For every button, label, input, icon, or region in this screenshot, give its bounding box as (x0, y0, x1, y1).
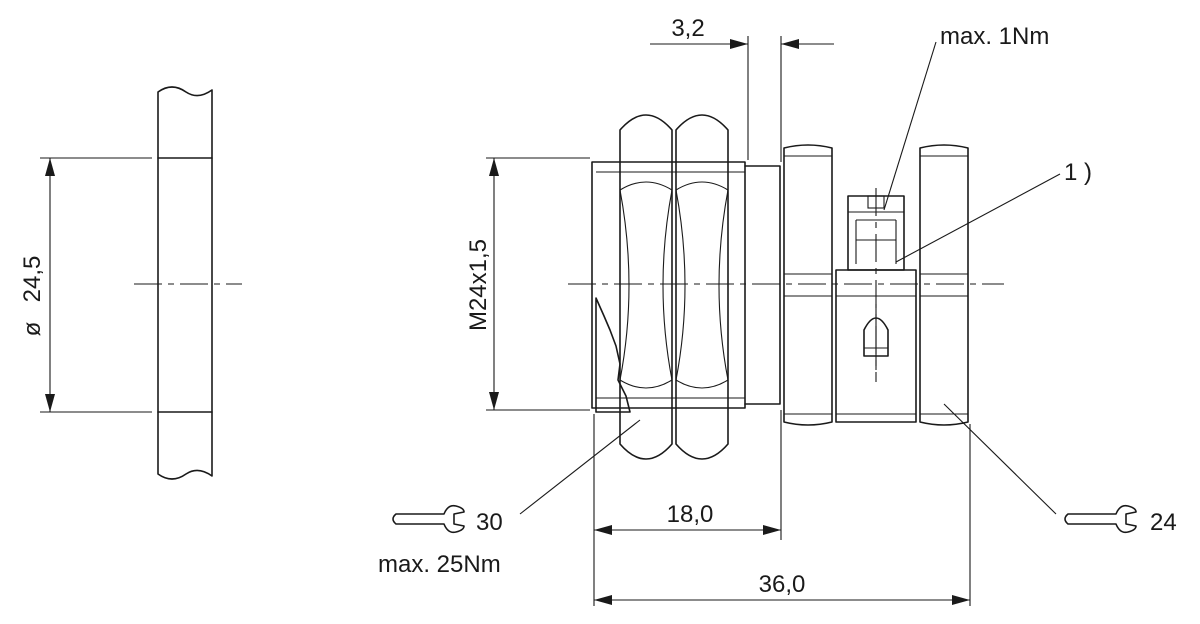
wrench-left-icon (392, 504, 465, 534)
thread-label: M24x1,5 (465, 239, 492, 331)
diameter-symbol: ø (19, 321, 46, 336)
thread-arrow-bottom (489, 392, 499, 410)
thread-len-arrow-right (763, 525, 781, 535)
washer-bottom-hatch (157, 411, 213, 480)
clamp-slot (863, 317, 889, 357)
wrench-right-leader (943, 403, 1057, 515)
hex-nut-b (919, 144, 969, 426)
diameter-arrow-bottom (45, 394, 55, 412)
gap-label: 3,2 (671, 15, 704, 42)
note-leader (895, 173, 1061, 263)
washer-section-view: ø 24,5 (19, 86, 242, 480)
total-len-arrow-left (594, 595, 612, 605)
gap-arrow-left (730, 39, 748, 49)
thread-sleeve (591, 161, 746, 409)
connector-side-view: M24x1,5 3,2 max. 1Nm 1 ) 30 max. 25Nm 24… (378, 15, 1177, 606)
wrench-right-icon (1064, 504, 1137, 534)
thread-len-arrow-left (594, 525, 612, 535)
note-ref-label: 1 ) (1064, 159, 1092, 186)
connector-neck (744, 165, 781, 405)
diameter-label: 24,5 (19, 256, 46, 303)
washer-top-hatch (157, 86, 213, 159)
total-len-arrow-right (952, 595, 970, 605)
lock-nut-front (619, 114, 673, 460)
diameter-arrow-top (45, 158, 55, 176)
thread-arrow-top (489, 158, 499, 176)
clamp-body (835, 195, 917, 423)
hex-nut-a (783, 144, 833, 426)
nut-torque-label: max. 25Nm (378, 551, 501, 578)
thread-len-label: 18,0 (667, 501, 714, 528)
screw-torque-leader (883, 41, 937, 211)
total-len-label: 36,0 (759, 571, 806, 598)
screw-torque-label: max. 1Nm (940, 23, 1049, 50)
lock-nut-rear (675, 114, 729, 460)
thread-breakout (595, 297, 631, 413)
wrench-left-size: 30 (476, 509, 503, 536)
wrench-right-size: 24 (1150, 509, 1177, 536)
wrench-left-leader (519, 419, 641, 515)
gap-arrow-right (781, 39, 799, 49)
